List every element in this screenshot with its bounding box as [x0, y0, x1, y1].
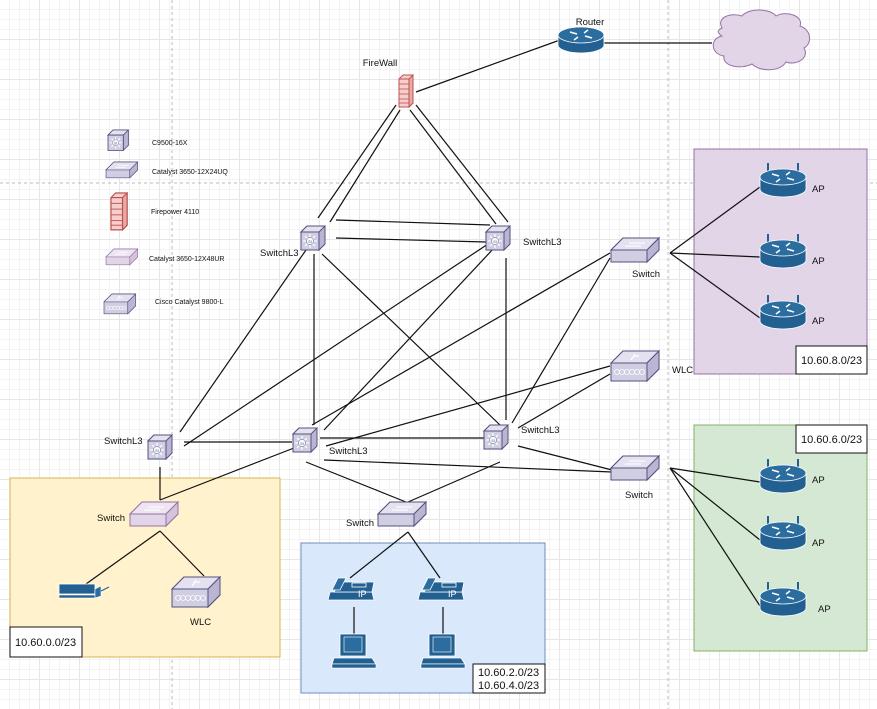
subnet-label-purple: 10.60.8.0/23 — [801, 355, 862, 367]
router-label: Router — [576, 17, 605, 28]
dist-switch-right-label: SwitchL3 — [521, 425, 560, 436]
switch-voice-icon[interactable] — [377, 501, 427, 527]
dist-switch-right-icon[interactable] — [483, 424, 509, 450]
switch-ap-bottom-icon[interactable] — [610, 455, 660, 481]
core-switch-right-icon[interactable] — [485, 225, 511, 251]
subnet-label-yellow: 10.60.0.0/23 — [15, 637, 76, 649]
ap-label: AP — [812, 475, 825, 486]
link-firewall-router — [415, 39, 561, 93]
switch-left-label: Switch — [97, 513, 125, 524]
legend-firewall-icon — [110, 192, 128, 231]
ap-label: AP — [818, 604, 831, 615]
wlc-mid-label: WLC — [672, 365, 693, 376]
legend-label: Cisco Catalyst 9800-L — [155, 299, 224, 306]
ap-label: AP — [812, 256, 825, 267]
legend-label: C9500-16X — [152, 140, 188, 147]
subnet-label-green: 10.60.6.0/23 — [801, 434, 862, 446]
dist-switch-mid-icon[interactable] — [292, 427, 318, 453]
subnet-label-blue-1: 10.60.2.0/23 — [478, 667, 539, 679]
server-appliance-icon[interactable] — [58, 583, 110, 599]
firewall-icon[interactable] — [398, 74, 414, 108]
legend-label: Catalyst 3650-12X48UR — [149, 256, 225, 263]
switch-ap-top-label: Switch — [632, 269, 660, 280]
links — [85, 39, 761, 636]
legend-label: Firepower 4110 — [151, 209, 199, 216]
switch-voice-label: Switch — [346, 518, 374, 529]
dist-switch-mid-label: SwitchL3 — [329, 446, 368, 457]
subnet-box-purple — [795, 345, 868, 375]
subnet-label-blue-2: 10.60.4.0/23 — [478, 680, 539, 692]
legend-label: Catalyst 3650-12X24UQ — [152, 169, 228, 176]
wlc-left-icon[interactable] — [171, 576, 221, 608]
core-switch-right-label: SwitchL3 — [523, 237, 562, 248]
subnet-box-yellow — [9, 626, 83, 658]
dist-switch-left-icon[interactable] — [147, 434, 173, 460]
legend-access-switch-icon — [105, 248, 139, 266]
subnet-box-green — [795, 424, 868, 454]
internet-cloud-icon[interactable] — [712, 9, 810, 71]
legend: C9500-16X Catalyst 3650-12X24UQ Firepowe… — [103, 129, 228, 315]
legend-switch-icon — [105, 161, 139, 179]
core-switch-left-icon[interactable] — [300, 225, 326, 251]
firewall-label: FireWall — [363, 58, 397, 69]
wlc-left-label: WLC — [190, 617, 211, 628]
switch-ap-top-icon[interactable] — [610, 237, 660, 263]
core-switch-left-label: SwitchL3 — [260, 248, 299, 259]
ap-label: AP — [812, 538, 825, 549]
dist-switch-left-label: SwitchL3 — [104, 436, 143, 447]
legend-wlc-icon — [103, 293, 137, 315]
wlc-mid-icon[interactable] — [610, 350, 660, 382]
router-icon[interactable] — [557, 26, 605, 54]
ap-label: AP — [812, 184, 825, 195]
legend-layer3-switch-icon — [107, 129, 129, 151]
ap-label: AP — [812, 316, 825, 327]
switch-ap-bottom-label: Switch — [625, 490, 653, 501]
subnet-box-blue — [472, 663, 546, 694]
